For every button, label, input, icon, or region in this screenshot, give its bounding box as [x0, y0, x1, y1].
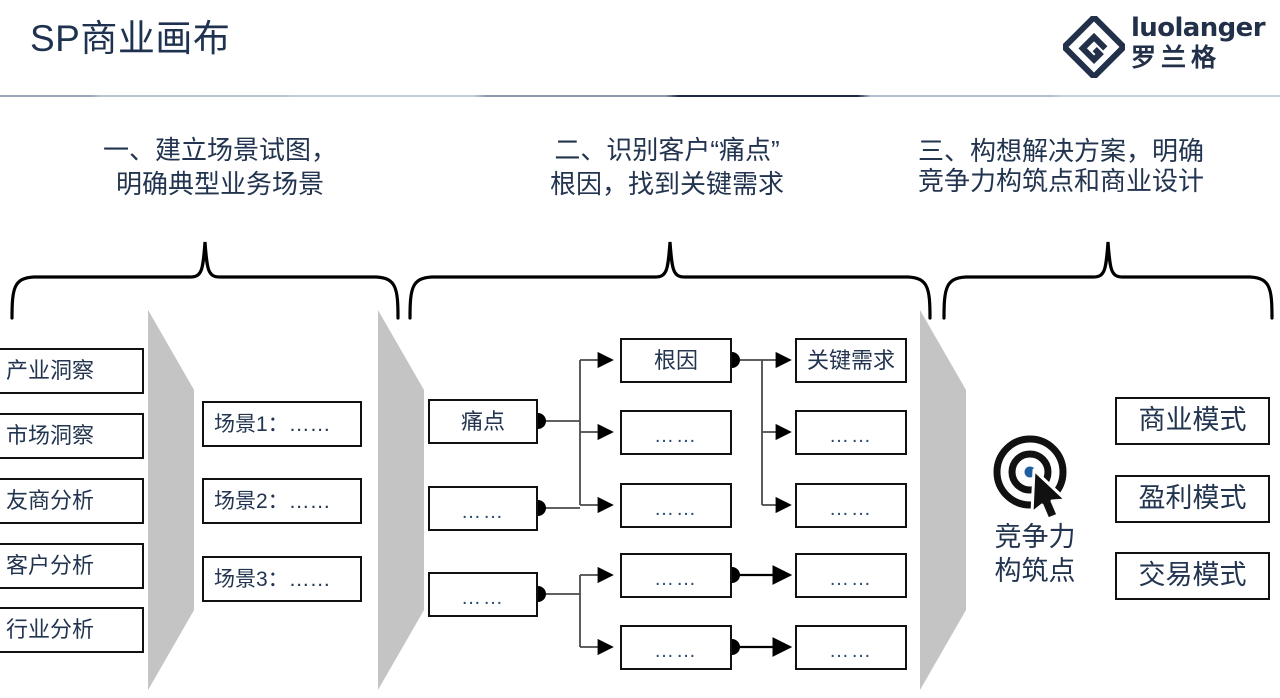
- painpoint-2[interactable]: ……: [428, 572, 538, 617]
- painpoint-0[interactable]: 痛点: [428, 399, 538, 444]
- brand-logo: luolanger 罗兰格: [1060, 10, 1271, 81]
- logo-chinese: 罗兰格: [1131, 44, 1222, 72]
- root-cause-2[interactable]: ……: [620, 483, 732, 528]
- business-model-2[interactable]: 交易模式: [1115, 552, 1270, 600]
- root-cause-3[interactable]: ……: [620, 553, 732, 598]
- painpoint-1[interactable]: ……: [428, 486, 538, 531]
- analysis-item-3[interactable]: 客户分析: [0, 543, 144, 589]
- business-model-label: 商业模式: [1138, 404, 1247, 435]
- painpoint-label: ……: [461, 500, 505, 523]
- business-model-label: 盈利模式: [1138, 482, 1247, 513]
- root-cause-label: ……: [654, 639, 698, 662]
- analysis-item-label: 友商分析: [6, 488, 95, 513]
- brace-section-2: [400, 240, 940, 320]
- analysis-item-label: 产业洞察: [6, 358, 95, 383]
- diamond-g-logo-icon: [1060, 13, 1128, 81]
- scenario-item-2[interactable]: 场景3：……: [202, 556, 362, 602]
- root-cause-label: ……: [654, 567, 698, 590]
- root-cause-0[interactable]: 根因: [620, 338, 732, 383]
- key-need-0[interactable]: 关键需求: [795, 338, 907, 383]
- key-need-2[interactable]: ……: [795, 483, 907, 528]
- key-need-label: ……: [829, 497, 873, 520]
- logo-english: luolanger: [1131, 13, 1266, 43]
- business-model-label: 交易模式: [1138, 559, 1247, 590]
- root-cause-label: 根因: [653, 347, 698, 373]
- scenario-item-label: 场景3：……: [214, 567, 331, 591]
- chevron-divider-2: [378, 310, 434, 690]
- section-heading-2: 二、识别客户“痛点” 根因，找到关键需求: [549, 135, 784, 199]
- analysis-item-label: 市场洞察: [6, 423, 95, 448]
- section-heading-3: 三、构想解决方案，明确 竞争力构筑点和商业设计: [918, 136, 1205, 196]
- root-cause-label: ……: [654, 424, 698, 447]
- key-need-4[interactable]: ……: [795, 625, 907, 670]
- logo-wordmark: luolanger 罗兰格: [1131, 14, 1271, 73]
- business-model-0[interactable]: 商业模式: [1115, 397, 1270, 445]
- header-divider: [0, 95, 1280, 97]
- analysis-item-2[interactable]: 友商分析: [0, 478, 144, 524]
- analysis-item-4[interactable]: 行业分析: [0, 607, 144, 653]
- brace-section-3: [936, 240, 1280, 320]
- painpoint-label: 痛点: [460, 408, 505, 434]
- target-cursor-icon: [988, 430, 1076, 521]
- competitiveness-label: 竞争力 构筑点: [994, 522, 1076, 586]
- key-need-1[interactable]: ……: [795, 410, 907, 455]
- page-title: SP商业画布: [30, 18, 231, 59]
- scenario-item-label: 场景1：……: [214, 412, 331, 436]
- key-need-label: ……: [829, 567, 873, 590]
- analysis-item-label: 客户分析: [6, 553, 95, 578]
- scenario-item-label: 场景2：……: [214, 489, 331, 513]
- analysis-item-label: 行业分析: [6, 617, 95, 642]
- analysis-item-1[interactable]: 市场洞察: [0, 413, 144, 459]
- scenario-item-1[interactable]: 场景2：……: [202, 478, 362, 524]
- root-cause-4[interactable]: ……: [620, 625, 732, 670]
- key-need-label: ……: [829, 424, 873, 447]
- root-cause-label: ……: [654, 497, 698, 520]
- business-model-1[interactable]: 盈利模式: [1115, 475, 1270, 523]
- chevron-divider-1: [148, 310, 204, 690]
- analysis-item-0[interactable]: 产业洞察: [0, 348, 144, 394]
- scenario-item-0[interactable]: 场景1：……: [202, 401, 362, 447]
- brace-section-1: [0, 240, 410, 320]
- root-cause-1[interactable]: ……: [620, 410, 732, 455]
- key-need-label: 关键需求: [806, 347, 895, 373]
- key-need-3[interactable]: ……: [795, 553, 907, 598]
- key-need-label: ……: [829, 639, 873, 662]
- chevron-divider-3: [920, 310, 976, 690]
- painpoint-label: ……: [461, 586, 505, 609]
- section-heading-1: 一、建立场景试图， 明确典型业务场景: [102, 135, 337, 199]
